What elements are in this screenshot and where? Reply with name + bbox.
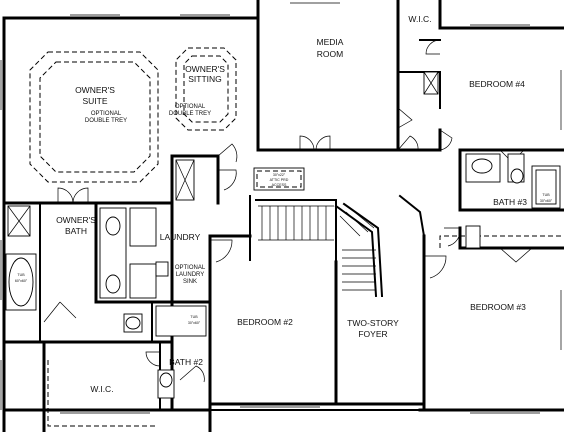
- label-trey-sitting: OPTIONAL: [175, 104, 206, 110]
- label-tub-bath3: TUB: [542, 193, 550, 197]
- fixture-labels: TUB 60"x60" TUB 30"x60" TUB 30"x60" 30"x…: [15, 173, 553, 325]
- label-owners-bath: OWNER'S: [56, 215, 96, 225]
- label-media-room-2: ROOM: [317, 49, 343, 59]
- label-bedroom-3: BEDROOM #3: [470, 302, 526, 312]
- label-laundry-sink-2: LAUNDRY: [176, 272, 205, 278]
- label-bedroom-2: BEDROOM #2: [237, 317, 293, 327]
- label-trey-suite-2: DOUBLE TREY: [85, 118, 127, 124]
- room-labels: MEDIA ROOM W.I.C. BEDROOM #4 OWNER'S SUI…: [56, 14, 527, 394]
- label-laundry-sink-3: SINK: [183, 279, 197, 285]
- label-tub-owner-2: 60"x60": [15, 279, 28, 283]
- label-wic-top: W.I.C.: [408, 14, 431, 24]
- stairs: [258, 205, 376, 291]
- label-two-story-foyer-2: FOYER: [358, 329, 387, 339]
- label-bath-2: BATH #2: [169, 357, 203, 367]
- label-owners-suite-2: SUITE: [82, 96, 107, 106]
- fixtures: [5, 71, 561, 399]
- label-tub-bath2: TUB: [190, 315, 198, 319]
- windows: [0, 2, 562, 414]
- doors: [43, 39, 533, 383]
- label-trey-sitting-2: DOUBLE TREY: [169, 111, 211, 117]
- label-owners-sitting: OWNER'S: [185, 64, 225, 74]
- label-owners-sitting-2: SITTING: [188, 74, 222, 84]
- label-wic-bottom: W.I.C.: [90, 384, 113, 394]
- label-owners-bath-2: BATH: [65, 226, 87, 236]
- label-bedroom-4: BEDROOM #4: [469, 79, 525, 89]
- label-attic-3: ACCESS: [272, 183, 287, 187]
- label-two-story-foyer: TWO-STORY: [347, 318, 399, 328]
- label-tub-owner: TUB: [17, 273, 25, 277]
- label-attic: 30"x22": [273, 173, 286, 177]
- label-tub-bath3-2: 30"x60": [540, 199, 553, 203]
- label-bath-3: BATH #3: [493, 197, 527, 207]
- tray-ceilings: [29, 47, 564, 427]
- label-attic-2: ATTIC PRD: [270, 178, 289, 182]
- label-laundry: LAUNDRY: [160, 232, 201, 242]
- label-media-room: MEDIA: [317, 37, 344, 47]
- label-laundry-sink: OPTIONAL: [175, 265, 206, 271]
- label-trey-suite: OPTIONAL: [91, 111, 122, 117]
- label-owners-suite: OWNER'S: [75, 85, 115, 95]
- label-tub-bath2-2: 30"x60": [188, 321, 201, 325]
